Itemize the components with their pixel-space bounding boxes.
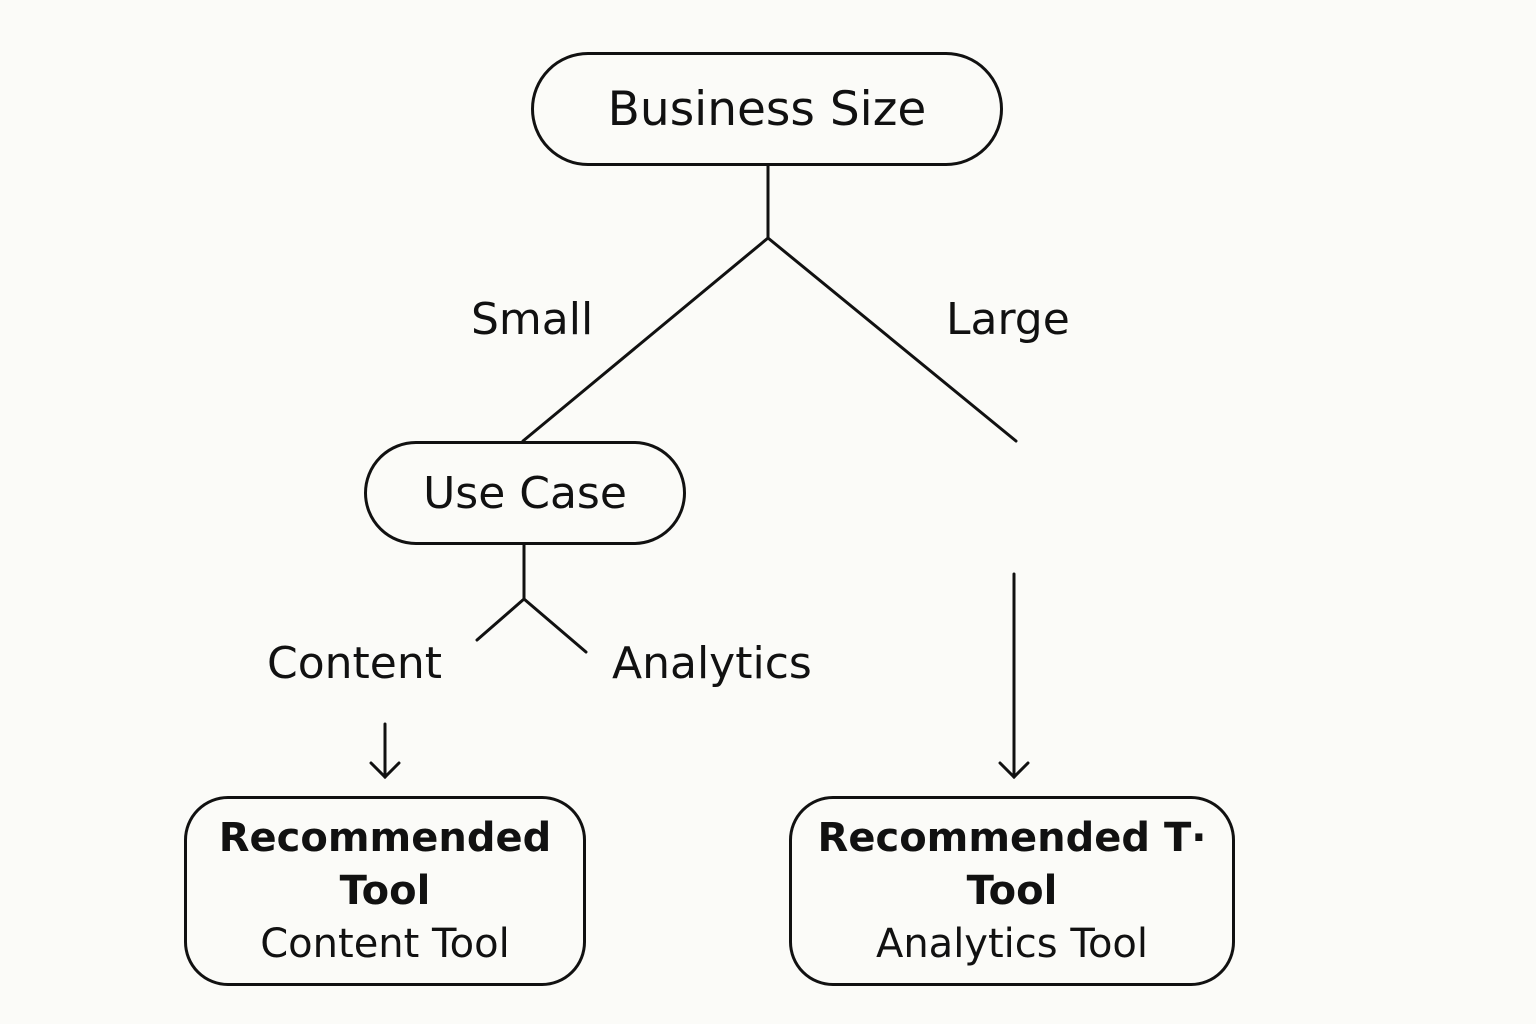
use-case-label: Use Case — [423, 467, 627, 519]
result-title-line2: Tool — [966, 867, 1058, 914]
large-branch-line — [766, 236, 1018, 443]
result-title-line1: Recommended — [218, 814, 552, 861]
content-branch-label: Content — [267, 638, 442, 689]
large-branch-label: Large — [946, 294, 1070, 345]
analytics-tool-result-node: Recommended T· Tool Analytics Tool — [789, 796, 1235, 986]
content-branch-line — [475, 597, 526, 642]
small-branch-label: Small — [471, 294, 594, 345]
large-arrow — [998, 572, 1030, 780]
business-size-node: Business Size — [531, 52, 1003, 166]
content-tool-result-node: Recommended Tool Content Tool — [184, 796, 586, 986]
content-arrow — [369, 722, 401, 780]
result-title-line2: Tool — [339, 867, 431, 914]
analytics-tool-name: Analytics Tool — [875, 920, 1149, 967]
use-case-node: Use Case — [364, 441, 686, 545]
small-branch-line — [521, 236, 770, 443]
analytics-branch-line — [522, 597, 588, 654]
business-size-label: Business Size — [607, 81, 927, 137]
content-tool-name: Content Tool — [260, 920, 510, 967]
result-title-line1: Recommended T· — [817, 814, 1207, 861]
analytics-branch-label: Analytics — [612, 638, 812, 689]
